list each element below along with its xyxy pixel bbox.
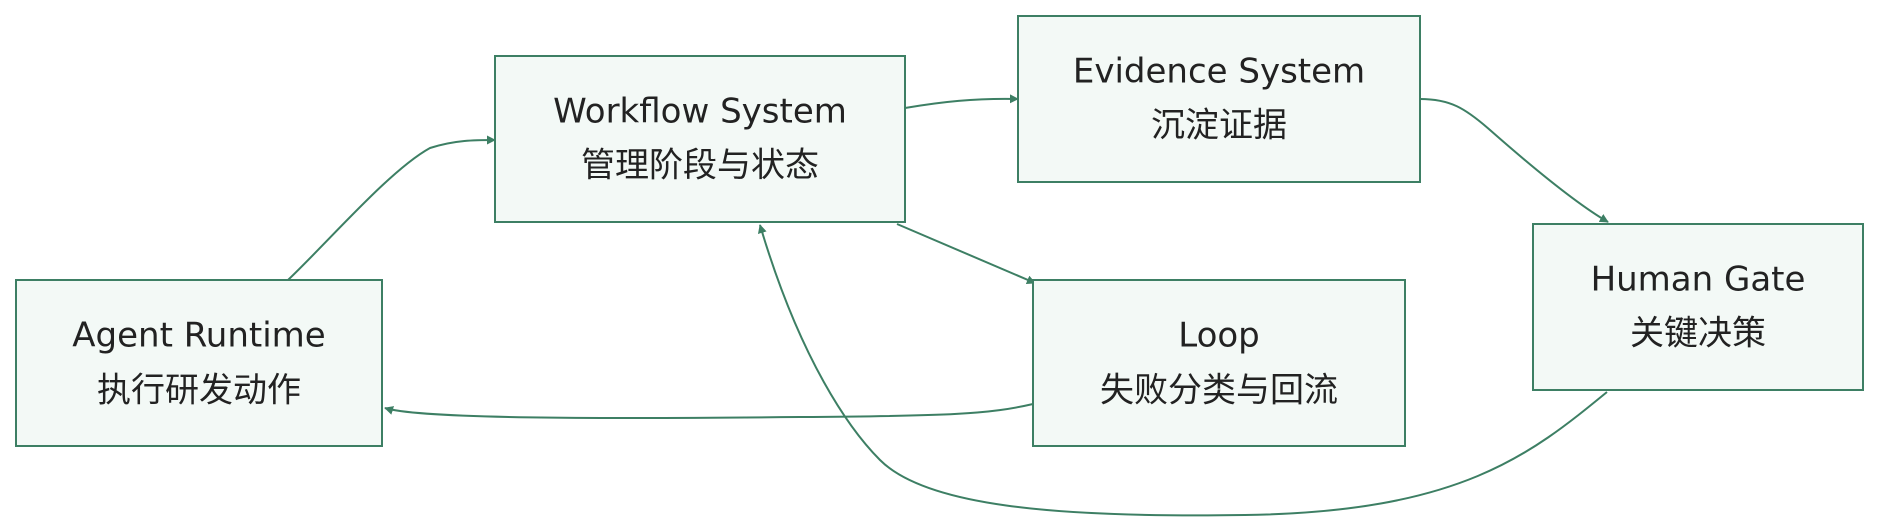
node-workflow-system: Workflow System 管理阶段与状态 [494,55,906,223]
node-title: Workflow System [553,92,847,132]
node-agent-runtime: Agent Runtime 执行研发动作 [15,279,383,447]
node-subtitle: 失败分类与回流 [1100,371,1338,411]
node-title: Evidence System [1073,52,1365,92]
edges [287,94,1609,517]
node-box [494,55,906,223]
node-subtitle: 关键决策 [1630,314,1766,354]
edge-human-gate-to-workflow-system [757,224,1608,517]
node-subtitle: 执行研发动作 [97,371,301,411]
node-subtitle: 沉淀证据 [1151,106,1287,146]
edge-agent-runtime-to-workflow-system [287,135,496,281]
node-box [1017,15,1421,183]
node-title: Human Gate [1591,260,1806,300]
node-title: Loop [1178,316,1260,356]
edge-loop-to-agent-runtime [384,403,1034,420]
node-title: Agent Runtime [72,316,325,356]
node-loop: Loop 失败分类与回流 [1032,279,1406,447]
node-box [15,279,383,447]
node-box [1532,223,1864,391]
edge-evidence-system-to-human-gate [1419,98,1609,223]
edge-workflow-system-to-loop [896,223,1036,284]
node-subtitle: 管理阶段与状态 [581,146,819,186]
node-evidence-system: Evidence System 沉淀证据 [1017,15,1421,183]
edge-workflow-system-to-evidence-system [904,94,1019,109]
node-human-gate: Human Gate 关键决策 [1532,223,1864,391]
node-box [1032,279,1406,447]
